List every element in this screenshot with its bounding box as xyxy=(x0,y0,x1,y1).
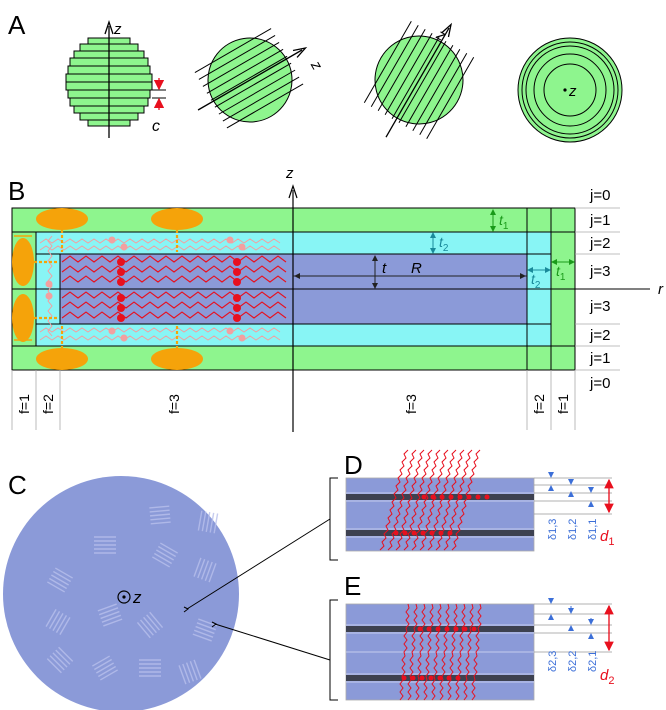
thickness-c-label: c xyxy=(152,118,160,135)
panel-d-label: D xyxy=(344,450,363,480)
cylinder-cross-section: z r R t t1 t2 t2 t1 j=0 j=1 j=2 j=3 xyxy=(11,165,664,432)
j-label: j=1 xyxy=(589,350,610,367)
j-label: j=1 xyxy=(589,212,610,229)
j-label: j=2 xyxy=(589,327,610,344)
layered-disc-rotated-1: z xyxy=(194,28,326,129)
delta-label: δ1,3 xyxy=(547,519,559,540)
f-label: f=3 xyxy=(166,394,182,414)
t1-bottom-label: t1 xyxy=(556,263,566,283)
f-label: f=2 xyxy=(40,394,56,414)
f-label: f=1 xyxy=(555,394,571,414)
j-label: j=2 xyxy=(589,235,610,252)
axis-r-label: r xyxy=(658,281,664,298)
zoom-domain-e: δ2,3 δ2,2 δ2,1 d2 xyxy=(329,598,614,701)
axis-z-label-4: z xyxy=(568,83,577,100)
j-label: j=0 xyxy=(589,187,610,204)
axis-z-label-2: z xyxy=(307,57,326,73)
d1-label: d1 xyxy=(600,528,614,548)
axis-z-label-b: z xyxy=(285,165,294,182)
t1-right-label: t1 xyxy=(499,212,509,232)
R-label: R xyxy=(411,260,422,277)
d2-label: d2 xyxy=(600,667,614,687)
panel-e-label: E xyxy=(344,571,361,601)
t2-bottom-label: t2 xyxy=(531,271,541,291)
zoom-domain-d: δ1,3 δ1,2 δ1,1 d1 xyxy=(329,449,614,561)
layered-disc-side-view: z c xyxy=(65,19,166,138)
t2-right-label: t2 xyxy=(439,234,449,254)
f-label: f=2 xyxy=(531,394,547,414)
j-label: j=0 xyxy=(589,375,610,392)
panel-c-label: C xyxy=(8,470,27,500)
panel-a-label: A xyxy=(8,10,26,40)
layered-disc-rotated-2: z xyxy=(363,21,475,139)
t-label: t xyxy=(382,260,387,277)
delta-label: δ2,3 xyxy=(547,651,559,672)
panel-b-label: B xyxy=(8,176,25,206)
top-view-disc-with-domains: z xyxy=(3,476,331,710)
f-label: f=3 xyxy=(403,394,419,414)
axis-z-label: z xyxy=(113,21,122,38)
axis-z-label-c: z xyxy=(132,588,142,607)
delta-label: δ2,1 xyxy=(587,651,599,672)
layered-disc-top-view: z xyxy=(517,37,623,143)
delta-label: δ1,1 xyxy=(587,519,599,540)
j-label: j=3 xyxy=(589,298,610,315)
delta-label: δ2,2 xyxy=(567,651,579,672)
j-label: j=3 xyxy=(589,263,610,280)
delta-label: δ1,2 xyxy=(567,519,579,540)
f-label: f=1 xyxy=(16,394,32,414)
